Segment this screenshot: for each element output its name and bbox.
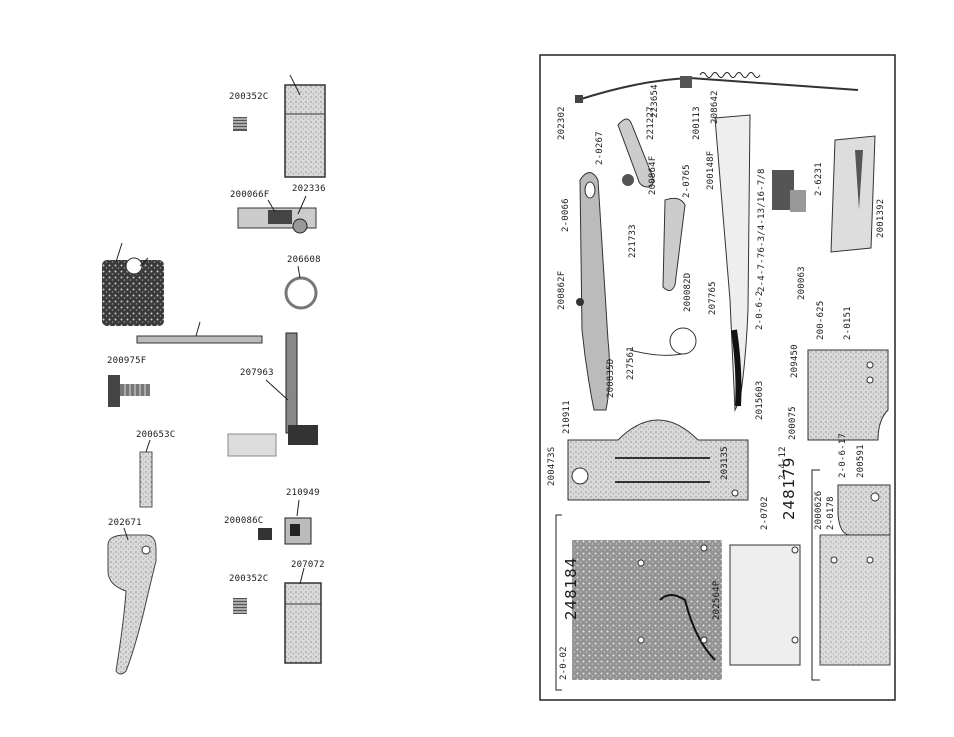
slide-plate-part: [567, 419, 749, 501]
part-number-label: 2-0066: [561, 198, 571, 232]
felt-block-part: [102, 242, 164, 326]
mounting-plate-part: [807, 349, 889, 441]
spring-bottom-part: [233, 598, 247, 614]
part-number-label: 202671: [108, 518, 142, 528]
part-number-label: 207963: [240, 368, 274, 378]
ring-part: [284, 265, 318, 310]
part-number-label: 2-0702: [760, 496, 770, 530]
clamp-block-part: [258, 499, 312, 545]
part-number-label: 2-0-6-17: [838, 433, 848, 478]
part-number-label: 2-0765: [682, 164, 692, 198]
part-number-label: 2015603: [755, 380, 765, 420]
part-number-label: 202564P: [712, 580, 722, 620]
needle-bar-part: [575, 72, 859, 103]
part-number-label: 200835D: [606, 358, 616, 398]
rod-part: [136, 321, 263, 344]
part-number-label: 200113: [692, 106, 702, 140]
part-number-label: 2-0267: [595, 131, 605, 165]
assembly-number-upper: 248179: [780, 456, 798, 520]
part-number-label: 206608: [287, 255, 321, 265]
part-number-label: 203135: [720, 446, 730, 480]
part-number-label: 202336: [292, 184, 326, 194]
part-number-label: 207765: [708, 281, 718, 315]
part-number-label: 202302: [557, 106, 567, 140]
part-number-label: 207072: [291, 560, 325, 570]
curved-lever-part: [662, 197, 686, 291]
part-number-label: 2-4-7-76-3/4-13/16-7/8: [757, 168, 767, 292]
part-number-label: 221733: [628, 224, 638, 258]
long-lever-part: [576, 172, 611, 411]
throat-plate-part: [837, 484, 891, 536]
part-number-label: 209450: [790, 344, 800, 378]
cover-plate-part: [729, 544, 801, 666]
assembly-number-lower: 248184: [562, 556, 580, 620]
lever-part: [107, 527, 157, 675]
part-number-label: 2-0-02: [559, 646, 569, 680]
part-number-label: 2001392: [876, 198, 886, 238]
gripper-part: [237, 195, 317, 234]
part-number-label: 2000626: [814, 490, 824, 530]
part-number-label: 200352C: [229, 92, 269, 102]
long-blade-part: [714, 114, 751, 412]
part-number-label: 227561: [626, 346, 636, 380]
part-number-label: 2-0-6-2: [755, 290, 765, 330]
part-number-label: 221227: [646, 106, 656, 140]
part-number-label: 200082D: [683, 272, 693, 312]
bed-plate-part: [572, 540, 722, 680]
small-bracket-part: [772, 170, 806, 212]
thumb-screw-part: [108, 375, 150, 407]
part-number-label: 200862F: [557, 270, 567, 310]
part-number-label: 200075: [788, 406, 798, 440]
presser-bar-part: [227, 332, 318, 457]
part-number-label: 200352C: [229, 574, 269, 584]
part-number-label: 200591: [856, 444, 866, 478]
page-frame: [539, 54, 896, 701]
part-number-label: 200-625: [816, 300, 826, 340]
threaded-shaft-part: [139, 439, 153, 508]
part-number-label: 200063: [797, 266, 807, 300]
spring-top-part: [233, 117, 247, 131]
part-number-label: 200864F: [648, 155, 658, 195]
part-number-label: 200473S: [547, 446, 557, 486]
side-plate-part: [819, 534, 891, 666]
cylinder-top-part: [284, 74, 326, 178]
part-number-label: 2-6231: [814, 162, 824, 196]
part-number-label: 210911: [562, 400, 572, 434]
part-number-label: 2-0178: [826, 496, 836, 530]
cylinder-bottom-part: [284, 567, 322, 664]
part-number-label: 2-0151: [843, 306, 853, 340]
part-number-label: 210949: [286, 488, 320, 498]
bracket-plate-part: [830, 135, 876, 253]
part-number-label: 208642: [710, 90, 720, 124]
crank-lever-part: [617, 118, 654, 188]
part-number-label: 200066F: [230, 190, 270, 200]
part-number-label: 200148F: [706, 150, 716, 190]
assembly-bracket-upper: [811, 469, 820, 681]
wire-loop-part: [629, 327, 697, 356]
assembly-bracket-lower: [555, 514, 562, 691]
part-number-label: 200975F: [107, 356, 147, 366]
part-number-label: 200653C: [136, 430, 176, 440]
part-number-label: 200086C: [224, 516, 264, 526]
